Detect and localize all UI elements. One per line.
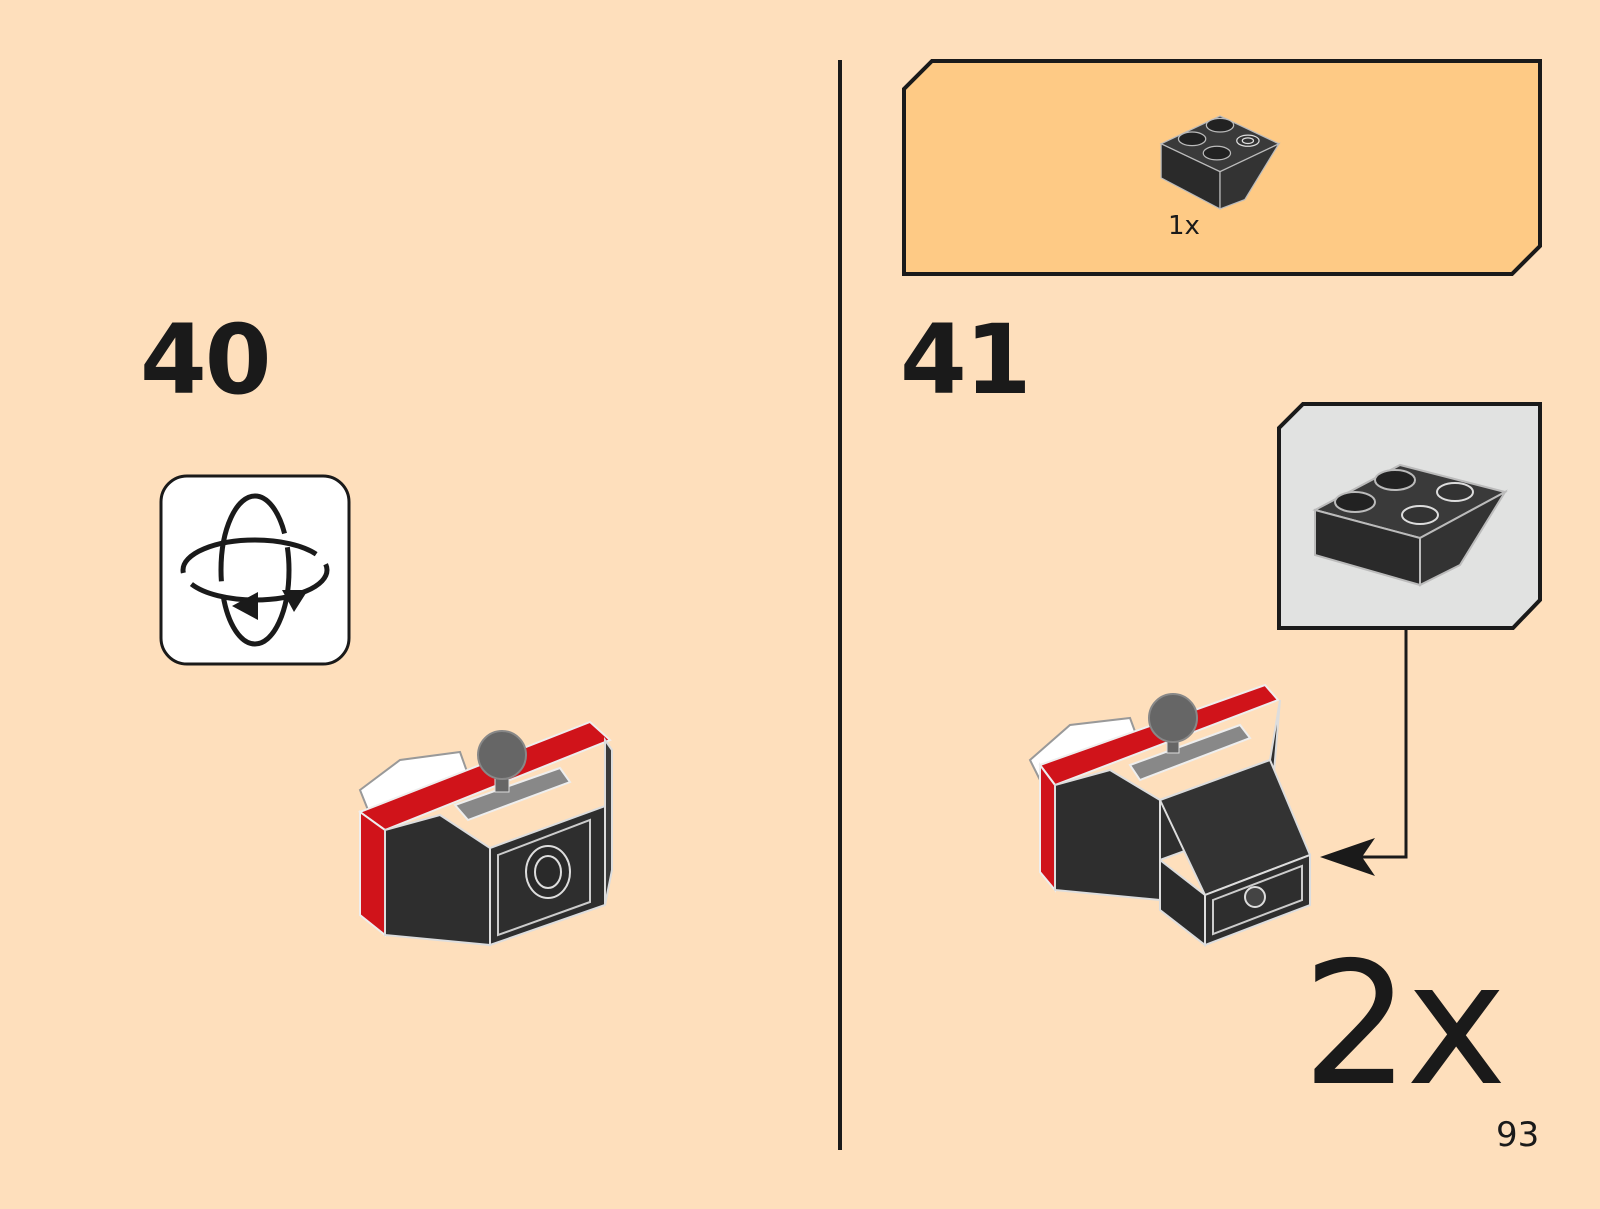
callout-arrow [1320, 628, 1406, 876]
step-number-41: 41 [900, 312, 1030, 408]
page-number: 93 [1496, 1118, 1539, 1152]
step-41-model [1030, 685, 1310, 945]
build-multiplier: 2x [1302, 940, 1503, 1110]
step-divider [838, 60, 842, 1150]
step-40-model [360, 722, 612, 945]
parts-quantity: 1x [1168, 213, 1200, 239]
parts-list-box [904, 61, 1540, 274]
rotate-model-icon [161, 476, 349, 664]
callout-box [1279, 404, 1540, 628]
step-number-40: 40 [140, 312, 270, 408]
